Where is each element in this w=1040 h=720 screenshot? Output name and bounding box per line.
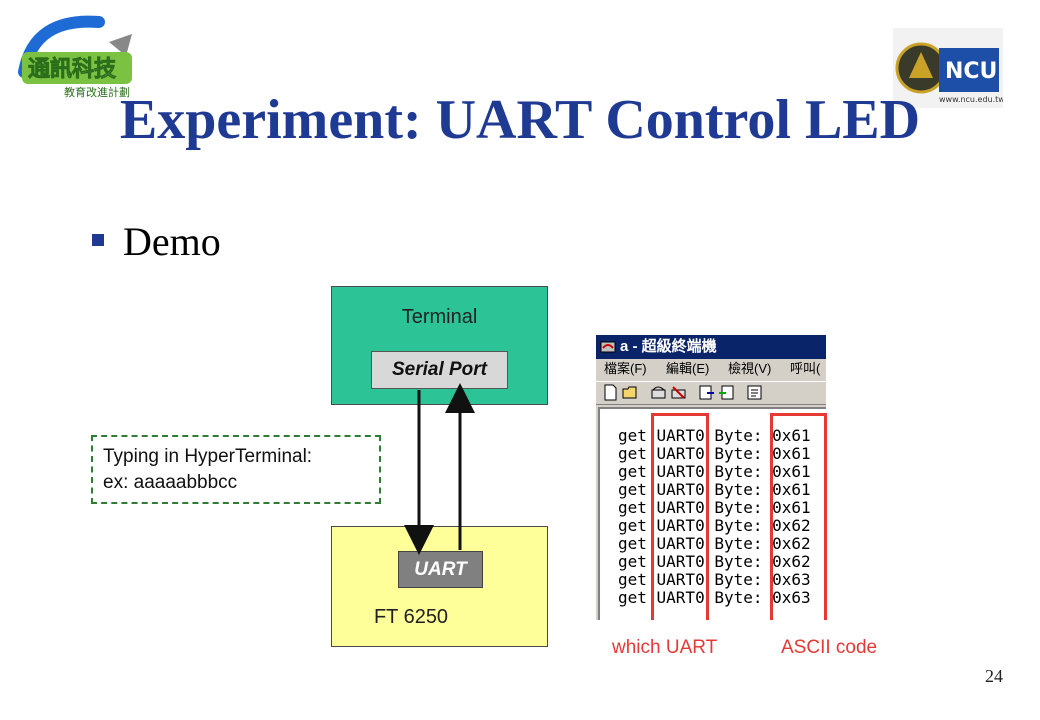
uart-box: UART bbox=[398, 551, 483, 588]
connection-arrows bbox=[404, 383, 475, 555]
properties-icon[interactable] bbox=[746, 384, 763, 401]
log-line: get UART0 Byte: 0x62 bbox=[618, 552, 811, 571]
ncu-seal: NCU www.ncu.edu.tw bbox=[893, 28, 1005, 108]
hyperterminal-toolbar bbox=[596, 381, 826, 405]
uart-column-highlight bbox=[651, 413, 709, 620]
typing-note-line2: ex: aaaaabbbcc bbox=[103, 472, 238, 493]
open-icon[interactable] bbox=[622, 384, 639, 401]
terminal-output[interactable]: get UART0 Byte: 0x61 get UART0 Byte: 0x6… bbox=[598, 407, 826, 620]
log-line: get UART0 Byte: 0x62 bbox=[618, 516, 811, 535]
program-logo-text: 通訊科技 bbox=[28, 56, 117, 82]
board-label: FT 6250 bbox=[373, 606, 449, 628]
typing-note-line1: Typing in HyperTerminal: bbox=[103, 446, 313, 467]
slide-title: Experiment: UART Control LED bbox=[119, 89, 921, 151]
hyperterminal-app-icon bbox=[600, 341, 616, 353]
menu-view[interactable]: 檢視(V) bbox=[728, 361, 772, 376]
log-line: get UART0 Byte: 0x62 bbox=[618, 534, 811, 553]
log-line: get UART0 Byte: 0x61 bbox=[618, 498, 811, 517]
hyperterminal-menubar: 檔案(F) 編輯(E) 檢視(V) 呼叫( bbox=[596, 359, 826, 379]
disconnect-icon[interactable] bbox=[670, 384, 687, 401]
terminal-label: Terminal bbox=[401, 306, 478, 328]
hyperterminal-titlebar[interactable]: a - 超級終端機 bbox=[596, 335, 826, 359]
bullet-square-icon bbox=[92, 234, 104, 246]
which-uart-caption: which UART bbox=[612, 637, 718, 658]
log-line: get UART0 Byte: 0x61 bbox=[618, 462, 811, 481]
ncu-logo-text: NCU bbox=[945, 59, 997, 84]
send-icon[interactable] bbox=[698, 384, 715, 401]
program-logo: 通訊科技 教育改進計劃 bbox=[14, 12, 154, 104]
hyperterminal-title: a - 超級終端機 bbox=[620, 338, 717, 355]
menu-file[interactable]: 檔案(F) bbox=[604, 361, 647, 376]
serial-port-box: Serial Port bbox=[371, 351, 508, 389]
program-logo-subtext: 教育改進計劃 bbox=[64, 85, 130, 99]
ncu-logo-url: www.ncu.edu.tw bbox=[939, 95, 1003, 104]
menu-edit[interactable]: 編輯(E) bbox=[666, 361, 710, 376]
log-line: get UART0 Byte: 0x61 bbox=[618, 480, 811, 499]
menu-call[interactable]: 呼叫( bbox=[790, 361, 821, 376]
page-number: 24 bbox=[985, 666, 1003, 686]
new-icon[interactable] bbox=[602, 384, 619, 401]
ascii-column-highlight bbox=[770, 413, 827, 620]
phone-icon[interactable] bbox=[650, 384, 667, 401]
log-line: get UART0 Byte: 0x63 bbox=[618, 570, 811, 589]
log-line: get UART0 Byte: 0x63 bbox=[618, 588, 811, 607]
hyperterminal-window: a - 超級終端機 檔案(F) 編輯(E) 檢視(V) 呼叫( get UART… bbox=[596, 335, 826, 620]
log-line: get UART0 Byte: 0x61 bbox=[618, 426, 811, 445]
receive-icon[interactable] bbox=[718, 384, 735, 401]
ascii-code-caption: ASCII code bbox=[781, 637, 878, 658]
typing-note-box bbox=[91, 435, 381, 504]
log-line: get UART0 Byte: 0x61 bbox=[618, 444, 811, 463]
bullet-text: Demo bbox=[123, 219, 221, 264]
